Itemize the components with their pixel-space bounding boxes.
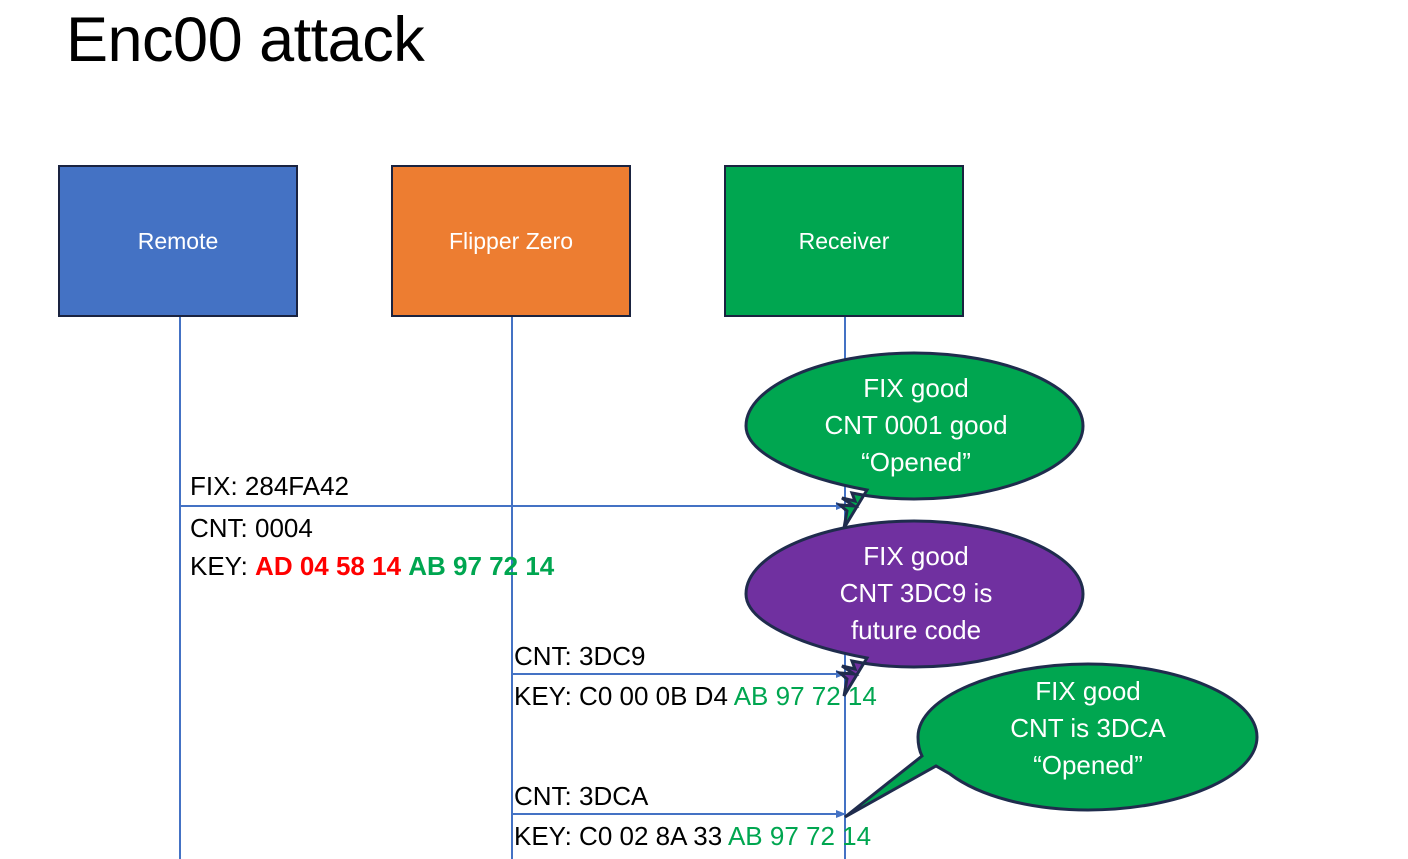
actor-label-flipper: Flipper Zero <box>449 227 573 254</box>
key-green-3: AB 97 72 14 <box>727 821 872 851</box>
actor-box-remote[interactable]: Remote <box>58 165 298 317</box>
actor-label-receiver: Receiver <box>798 227 890 254</box>
key-prefix-3: KEY: C0 02 8A 33 <box>514 821 728 851</box>
message-label-cnt-3dc9: CNT: 3DC9 <box>514 641 646 671</box>
key-prefix-1: KEY: <box>190 551 256 581</box>
message-label-key-1: KEY: AD 04 58 14 AB 97 72 14 <box>190 549 554 583</box>
speech-bubble-receiver-ack-2: FIX good CNT is 3DCA “Opened” <box>840 660 1264 819</box>
actor-box-receiver[interactable]: Receiver <box>724 165 964 317</box>
key-prefix-2: KEY: C0 00 0B D4 <box>514 681 734 711</box>
message-label-key-2: KEY: C0 00 0B D4 AB 97 72 14 <box>514 679 877 713</box>
actor-label-remote: Remote <box>137 227 219 254</box>
message-label-key-3: KEY: C0 02 8A 33 AB 97 72 14 <box>514 819 871 853</box>
message-label-fix: FIX: 284FA42 <box>190 471 349 501</box>
message-label-cnt-3dca: CNT: 3DCA <box>514 781 649 811</box>
actor-box-flipper[interactable]: Flipper Zero <box>391 165 631 317</box>
speech-bubble-receiver-ack-1: FIX good CNT 0001 good “Opened” <box>742 346 1090 529</box>
key-green-2: AB 97 72 14 <box>733 681 877 711</box>
key-green-1: AB 97 72 14 <box>408 551 555 581</box>
bubble-shape-3 <box>844 662 1259 819</box>
message-label-cnt-0004: CNT: 0004 <box>190 513 313 543</box>
speech-bubble-receiver-reject: FIX good CNT 3DC9 is future code <box>742 514 1090 697</box>
bubble-shape-2 <box>744 519 1085 697</box>
page-title: Enc00 attack <box>66 5 425 75</box>
bubble-shape-1 <box>744 351 1085 529</box>
key-red-1: AD 04 58 14 <box>255 551 402 581</box>
